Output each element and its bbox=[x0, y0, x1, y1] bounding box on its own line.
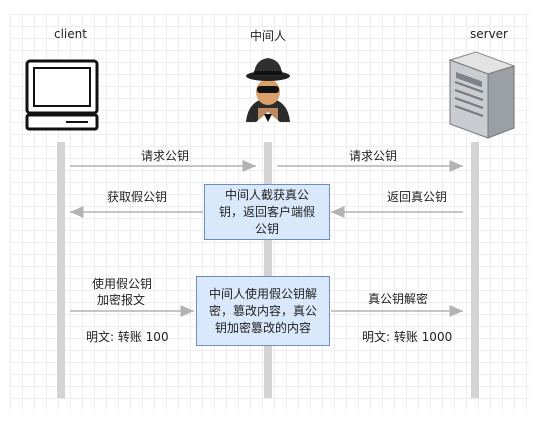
tamper-line-1: 中间人使用假公钥解 bbox=[208, 286, 317, 301]
intercept-line-3: 公钥 bbox=[254, 221, 279, 236]
actor-mitm-label: 中间人 bbox=[250, 29, 287, 43]
tamper-line-2: 密，篡改内容，真公 bbox=[208, 303, 317, 318]
label-encrypt-line1: 使用假公钥 bbox=[92, 277, 153, 291]
intercept-box: 中间人截获真公 钥，返回客户端假 公钥 bbox=[204, 184, 330, 240]
label-plaintext-100: 明文: 转账 100 bbox=[86, 330, 169, 344]
tamper-box: 中间人使用假公钥解 密，篡改内容，真公 钥加密篡改的内容 bbox=[196, 276, 330, 346]
mitm-lifeline bbox=[264, 142, 272, 398]
label-return-real-key: 返回真公钥 bbox=[387, 190, 448, 204]
tamper-line-3: 钥加密篡改的内容 bbox=[214, 320, 311, 335]
label-get-fake-key: 获取假公钥 bbox=[107, 190, 168, 204]
server-lifeline bbox=[471, 142, 479, 398]
intercept-line-2: 钥，返回客户端假 bbox=[218, 204, 315, 219]
actor-server-label: server bbox=[470, 27, 508, 41]
label-decrypt-real-key: 真公钥解密 bbox=[368, 292, 429, 306]
label-request-key-right: 请求公钥 bbox=[349, 149, 398, 163]
client-lifeline bbox=[57, 142, 65, 398]
label-encrypt-line2: 加密报文 bbox=[97, 293, 146, 307]
actor-client-label: client bbox=[54, 27, 87, 41]
label-plaintext-1000: 明文: 转账 1000 bbox=[362, 330, 453, 344]
label-request-key-left: 请求公钥 bbox=[141, 149, 190, 163]
intercept-line-1: 中间人截获真公 bbox=[224, 187, 309, 202]
